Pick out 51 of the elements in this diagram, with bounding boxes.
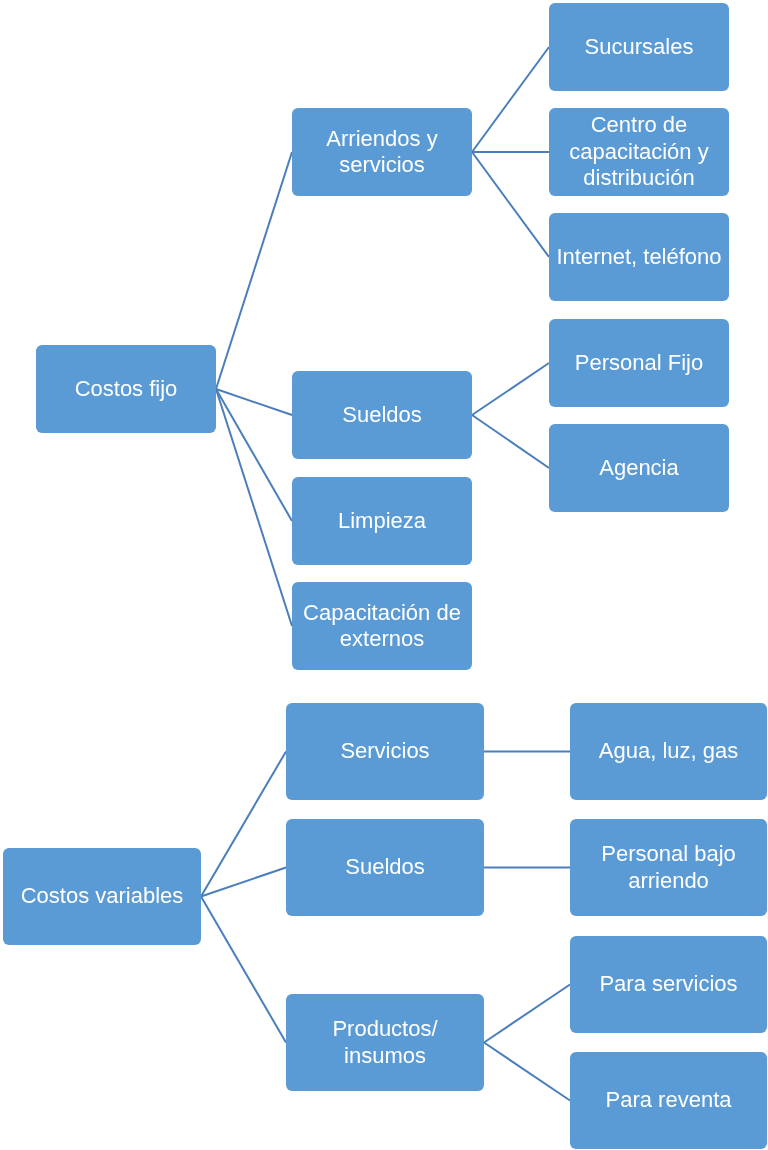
category-box xyxy=(570,1052,767,1149)
box-label: Para reventa xyxy=(605,1087,732,1114)
box-label: Sucursales xyxy=(584,33,694,61)
box-label: Servicios xyxy=(340,738,430,765)
category-box xyxy=(570,819,767,916)
category-box xyxy=(549,108,729,196)
category-box xyxy=(286,703,484,800)
connector-line xyxy=(483,750,571,753)
connector-line xyxy=(471,46,550,153)
box-label: Para servicios xyxy=(599,971,738,998)
box-label: Sueldos xyxy=(345,854,425,881)
connector-line xyxy=(483,1041,571,1102)
connector-line xyxy=(200,866,287,898)
box-label: Agua, luz, gas xyxy=(598,738,739,765)
box-label: Limpieza xyxy=(337,507,426,535)
box-label: Personal Fijo xyxy=(574,349,704,377)
box-label: Capacitación de externos xyxy=(302,599,462,653)
box-label: Internet, teléfono xyxy=(556,243,722,271)
category-box xyxy=(36,345,216,433)
connector-line xyxy=(215,388,293,416)
connector-line xyxy=(200,895,287,1044)
connector-line xyxy=(215,151,293,390)
box-label: Centro de capacitación y distribución xyxy=(568,112,710,192)
category-box xyxy=(549,424,729,512)
box-label: Agencia xyxy=(599,454,679,482)
connector-line xyxy=(200,750,287,898)
box-label: Productos/ insumos xyxy=(331,1016,439,1069)
category-box xyxy=(549,3,729,91)
connector-line xyxy=(471,151,550,153)
category-box xyxy=(292,582,472,670)
category-box xyxy=(549,319,729,407)
connector-line xyxy=(483,983,571,1044)
category-box xyxy=(292,371,472,459)
category-box xyxy=(549,213,729,301)
connector-line xyxy=(471,414,550,469)
connector-line xyxy=(215,388,293,522)
box-label: Sueldos xyxy=(342,401,422,429)
category-box xyxy=(570,703,767,800)
box-label: Costos variables xyxy=(20,883,184,910)
connector-line xyxy=(471,151,550,258)
box-label: Arriendos y servicios xyxy=(325,125,439,179)
category-box xyxy=(3,848,201,945)
box-label: Personal bajo arriendo xyxy=(600,841,737,894)
category-box xyxy=(570,936,767,1033)
connector-line xyxy=(483,866,571,869)
category-box xyxy=(292,477,472,565)
box-label: Costos fijo xyxy=(74,375,178,403)
category-box xyxy=(286,994,484,1091)
category-box xyxy=(286,819,484,916)
connector-line xyxy=(471,362,550,416)
category-box xyxy=(292,108,472,196)
